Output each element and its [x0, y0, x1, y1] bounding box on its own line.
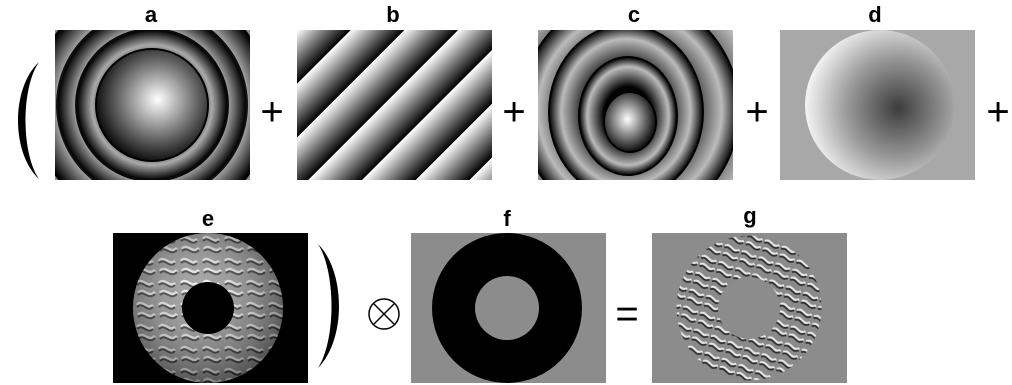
- panel-d-spherical-aberration: [780, 30, 975, 180]
- panel-label-d: d: [868, 2, 882, 27]
- panel-c-distorted-rings: [538, 30, 733, 180]
- panel-a-defocus-rings: [55, 30, 250, 180]
- plus-operator-4: +: [986, 90, 1010, 134]
- panel-label-e: e: [201, 206, 215, 231]
- panel-label-a: a: [144, 2, 158, 27]
- panel-label-c: c: [627, 2, 641, 27]
- panel-e-textured-annulus: [113, 233, 308, 383]
- right-parenthesis: [318, 244, 339, 368]
- panel-label-g: g: [743, 203, 757, 228]
- equals-operator: =: [615, 292, 639, 336]
- plus-operator-1: +: [260, 90, 284, 134]
- panel-label-b: b: [386, 2, 400, 27]
- panel-g-result-annulus: [652, 233, 847, 383]
- panel-f-annular-mask: [411, 233, 606, 383]
- panel-label-f: f: [503, 206, 511, 231]
- plus-operator-3: +: [745, 90, 769, 134]
- convolution-operator: [368, 298, 400, 330]
- left-parenthesis: [18, 62, 39, 179]
- plus-operator-2: +: [502, 90, 526, 134]
- panel-b-tilt-stripes: [297, 30, 492, 180]
